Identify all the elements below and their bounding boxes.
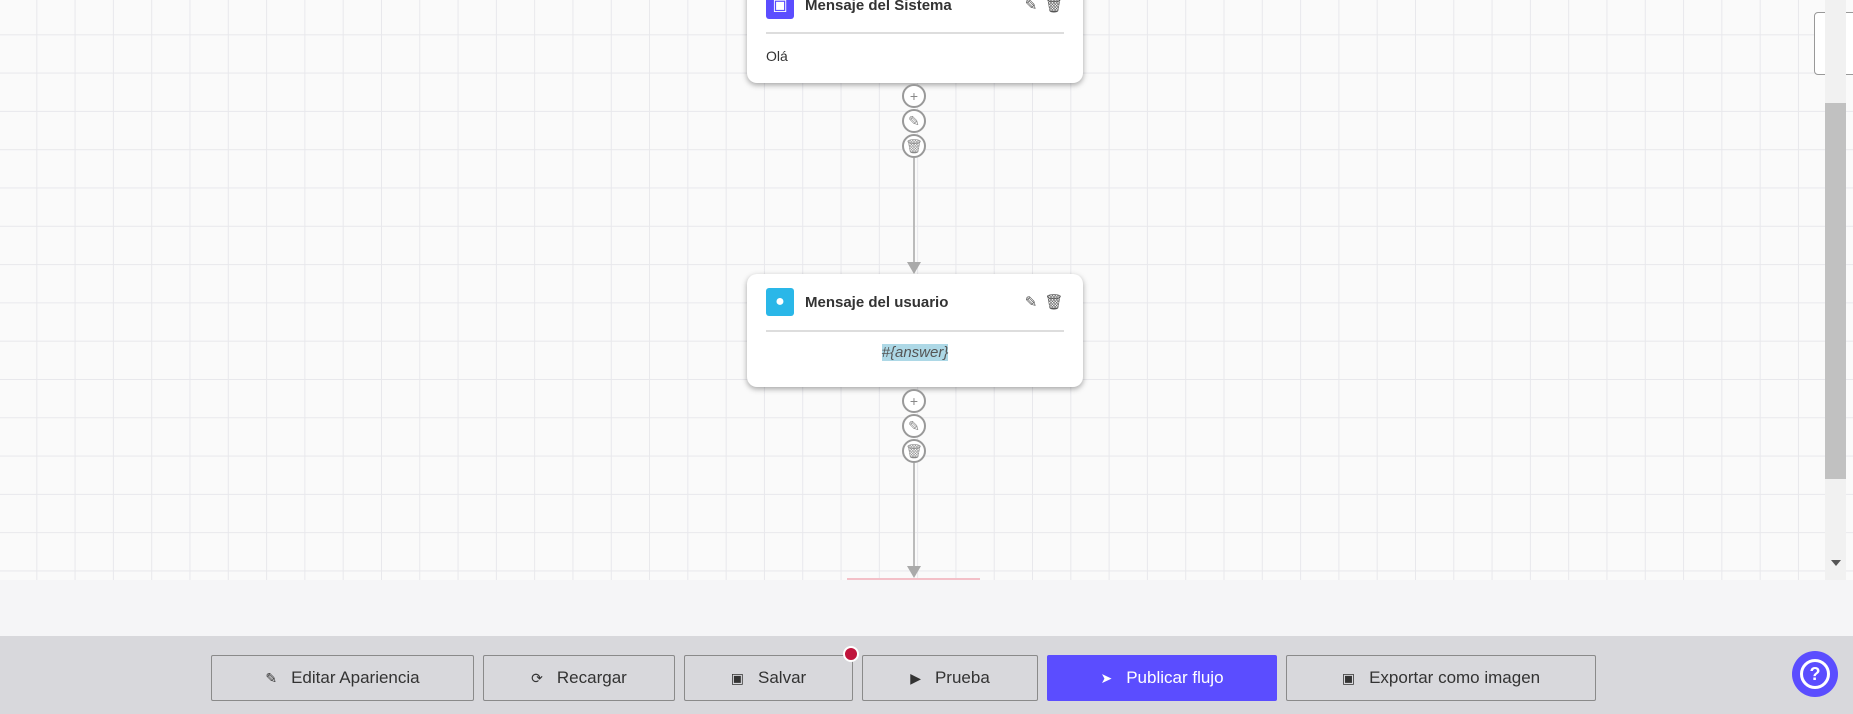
image-icon: ▣ <box>1341 669 1356 686</box>
question-icon: ? <box>1800 659 1830 689</box>
button-label: Recargar <box>556 668 627 687</box>
trash-icon[interactable]: 🗑 <box>1044 294 1064 311</box>
button-label: Salvar <box>758 668 807 687</box>
help-button[interactable]: ? <box>1792 651 1838 697</box>
save-button[interactable]: ▣ Salvar <box>684 655 853 701</box>
node-title: Mensaje del usuario <box>805 293 949 311</box>
edit-connection-button[interactable]: ✎ <box>902 414 926 438</box>
arrow-icon <box>907 262 921 274</box>
button-label: Editar Apariencia <box>291 668 420 687</box>
flow-canvas[interactable]: ▣ Mensaje del Sistema ✎ 🗑 Olá + ✎ 🗑 ● Me… <box>0 0 1853 580</box>
node-user-message[interactable]: ● Mensaje del usuario ✎ 🗑 #{answer} <box>747 274 1083 387</box>
play-icon: ▶ <box>910 669 921 686</box>
pencil-icon[interactable]: ✎ <box>1024 0 1038 14</box>
arrow-icon <box>907 566 921 578</box>
refresh-icon: ⟳ <box>531 669 543 686</box>
button-label: Exportar como imagen <box>1369 668 1541 687</box>
trash-icon[interactable]: 🗑 <box>1044 0 1064 14</box>
reload-button[interactable]: ⟳ Recargar <box>483 655 675 701</box>
node-content: Olá <box>766 48 788 64</box>
rocket-icon: ➤ <box>1100 669 1113 686</box>
unsaved-indicator <box>843 646 859 662</box>
edit-appearance-button[interactable]: ✎ Editar Apariencia <box>211 655 474 701</box>
node-content: #{answer} <box>881 344 949 361</box>
robot-icon: ▣ <box>766 0 794 19</box>
delete-connection-button[interactable]: 🗑 <box>902 134 926 158</box>
add-node-button[interactable]: + <box>902 389 926 413</box>
export-image-button[interactable]: ▣ Exportar como imagen <box>1286 655 1596 701</box>
button-label: Publicar flujo <box>1126 668 1224 687</box>
publish-flow-button[interactable]: ➤ Publicar flujo <box>1047 655 1277 701</box>
connector-line <box>913 463 915 568</box>
bottom-toolbar: ✎ Editar Apariencia ⟳ Recargar ▣ Salvar ▶ Pr… <box>0 636 1853 714</box>
scrollbar-thumb[interactable] <box>1825 103 1846 479</box>
vertical-scrollbar[interactable] <box>1825 0 1846 580</box>
scroll-down-icon[interactable] <box>1831 560 1841 566</box>
save-icon: ▣ <box>730 669 745 686</box>
delete-connection-button[interactable]: 🗑 <box>902 439 926 463</box>
node-system-message[interactable]: ▣ Mensaje del Sistema ✎ 🗑 Olá <box>747 0 1083 83</box>
edit-connection-button[interactable]: ✎ <box>902 109 926 133</box>
button-label: Prueba <box>934 668 990 687</box>
test-button[interactable]: ▶ Prueba <box>862 655 1038 701</box>
connector-line <box>913 158 915 263</box>
next-node-edge <box>847 578 980 580</box>
node-title: Mensaje del Sistema <box>805 0 952 14</box>
add-node-button[interactable]: + <box>902 84 926 108</box>
edit-icon: ✎ <box>265 669 278 686</box>
user-icon: ● <box>766 288 794 316</box>
pencil-icon[interactable]: ✎ <box>1024 294 1038 311</box>
